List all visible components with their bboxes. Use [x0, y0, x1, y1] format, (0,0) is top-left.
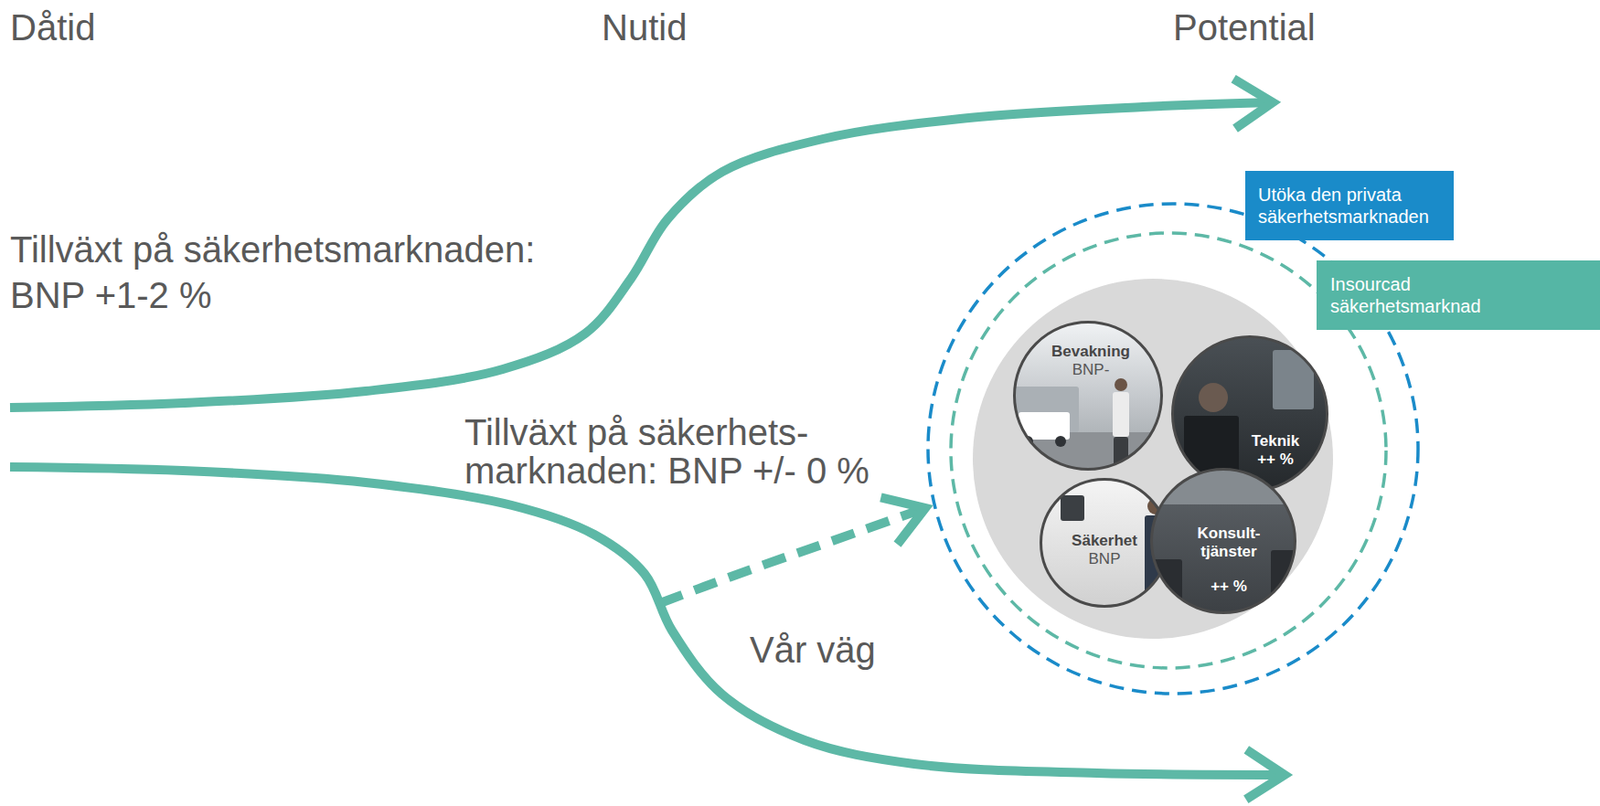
box-label: Insourcad säkerhetsmarknad: [1330, 273, 1523, 318]
our-path-arrow: [660, 508, 926, 604]
label-slot: Tillväxt på säkerhetsmarknaden: BNP +1-2…: [10, 226, 596, 319]
arrow-head: [1233, 78, 1273, 128]
callout-box: Utöka den privata säkerhetsmarknaden: [1245, 170, 1454, 241]
service-name: Bevakning: [1051, 342, 1131, 362]
circle-outline: [1152, 469, 1296, 614]
growth-rate: BNP: [1088, 550, 1121, 569]
text-slot: BNP-: [1072, 361, 1110, 380]
growth-arrow-down: [10, 467, 1285, 776]
circle-outline: [1041, 480, 1169, 608]
arrow-head: [880, 497, 926, 544]
photo-shape: [1055, 436, 1067, 448]
photo-shape: [1114, 378, 1128, 392]
photo: [1013, 320, 1163, 471]
label-slot: Dåtid: [10, 5, 96, 50]
label-slot: Tillväxt på säkerhets- marknaden: BNP +/…: [464, 413, 904, 491]
service-circle: SäkerhetBNP: [1039, 478, 1170, 608]
text-slot: Säkerhet: [1071, 532, 1138, 551]
service-circle: Konsult- tjänster ++ %: [1150, 468, 1297, 615]
service-disc: [972, 278, 1334, 640]
photo: [1150, 468, 1299, 615]
diagram-label: Nutid: [601, 5, 687, 50]
diagram-label: Dåtid: [10, 5, 96, 50]
photo-shape: [1113, 437, 1129, 471]
growth-rate: BNP-: [1072, 361, 1110, 380]
photo-shape: [1198, 383, 1228, 413]
label-slot: Potential: [1173, 5, 1316, 50]
growth-rate: ++ %: [1210, 577, 1248, 597]
arrow-head: [1246, 749, 1285, 800]
photo-circle: [1171, 335, 1329, 493]
photo-shape: [1150, 559, 1183, 615]
photo-ground: [1150, 468, 1297, 615]
text-slot: BNP: [1088, 550, 1121, 569]
photo-ground: [1171, 335, 1329, 493]
circle-outline: [1173, 337, 1328, 492]
text-slot: ++ %: [1257, 450, 1294, 470]
service-name: Konsult- tjänster: [1190, 524, 1268, 561]
service-name: Säkerhet: [1071, 532, 1138, 551]
circle-outline: [1014, 322, 1163, 470]
photo: [1039, 478, 1170, 608]
photo-ground: [1013, 320, 1163, 471]
callout-box: Insourcad säkerhetsmarknad: [1316, 260, 1600, 331]
diagram-label: Potential: [1173, 5, 1316, 50]
text-slot: Teknik: [1251, 432, 1301, 451]
box-label: Utöka den privata säkerhetsmarknaden: [1258, 183, 1441, 228]
diagram-label: Tillväxt på säkerhetsmarknaden: BNP +1-2…: [10, 226, 596, 319]
photo: [1171, 335, 1329, 495]
service-circle: BevakningBNP-: [1013, 320, 1163, 471]
photo-ground: [1039, 478, 1170, 608]
arrow-group: [10, 78, 1285, 800]
label-slot: Nutid: [601, 5, 687, 50]
service-name: Teknik: [1251, 432, 1301, 451]
label-slot: Vår väg: [749, 629, 876, 672]
diagram-label: Vår väg: [749, 629, 876, 672]
text-slot: Bevakning: [1051, 342, 1131, 362]
photo-shape: [1272, 350, 1314, 410]
photo-shape: [1112, 392, 1130, 438]
diagram-label: Tillväxt på säkerhets- marknaden: BNP +/…: [464, 413, 904, 491]
growth-rate: ++ %: [1257, 450, 1294, 470]
photo-shape: [1270, 550, 1299, 615]
text-slot: ++ %: [1210, 577, 1248, 597]
photo-shape: [1060, 495, 1085, 522]
text-slot: Konsult- tjänster: [1190, 524, 1268, 561]
service-circle: Teknik++ %: [1171, 335, 1329, 493]
growth-arrow-up: [10, 102, 1273, 408]
photo-shape: [1150, 468, 1297, 505]
